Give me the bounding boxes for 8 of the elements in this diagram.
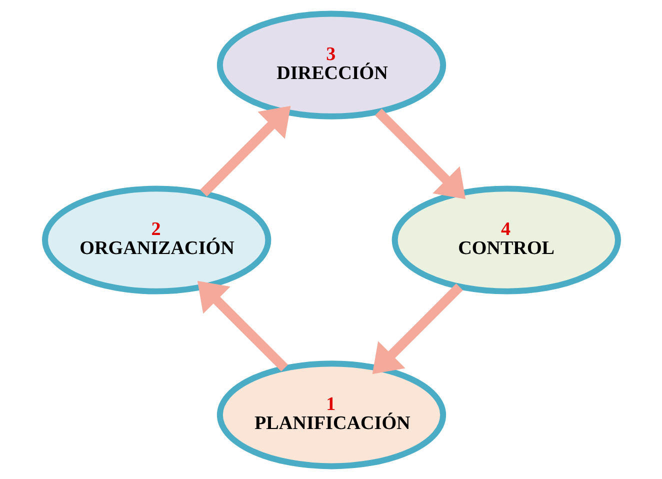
node-ellipse: 4 CONTROL xyxy=(391,185,620,294)
node-ellipse: 3 DIRECCIÓN xyxy=(216,10,446,119)
arrow xyxy=(196,280,288,371)
arrow xyxy=(200,105,290,196)
node-ellipse: 2 ORGANIZACIÓN xyxy=(42,185,271,294)
node-ellipse: 1 PLANIFICACIÓN xyxy=(216,360,446,469)
arrow xyxy=(372,282,462,374)
arrow xyxy=(374,108,466,199)
